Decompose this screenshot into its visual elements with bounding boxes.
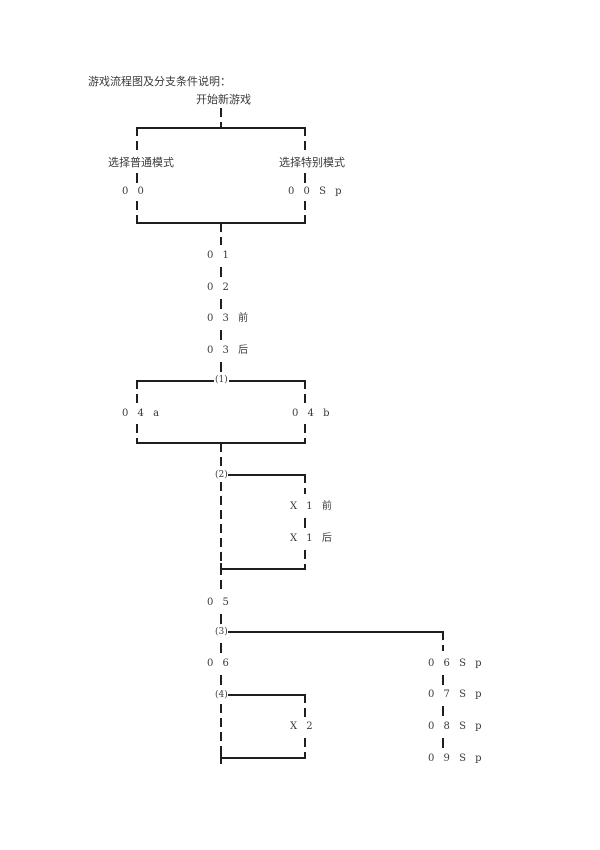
special-mode-label: 选择特别模式 (279, 156, 345, 169)
branch-bar-top (228, 474, 306, 476)
connector-line (136, 127, 138, 155)
sequence-item: 0 3 后 (207, 345, 252, 356)
branch-node-3: (3) (214, 626, 229, 638)
side-item: 0 6 S p (428, 658, 485, 669)
connector-line (304, 550, 306, 568)
connector-line (136, 380, 138, 404)
connector-line (304, 738, 306, 758)
connector-line (220, 482, 222, 568)
side-item: 0 7 S p (428, 689, 485, 700)
connector-line (304, 694, 306, 720)
sequence-item: 0 3 前 (207, 313, 252, 324)
connector-line (220, 330, 222, 340)
connector-line (220, 704, 222, 758)
branch-item: X 1 后 (290, 533, 335, 544)
connector-line (304, 518, 306, 528)
connector-line (136, 201, 138, 223)
branch-item: X 1 前 (290, 501, 335, 512)
connector-line (442, 675, 444, 685)
connector-line (220, 614, 222, 624)
side-item: 0 9 S p (428, 753, 485, 764)
connector-line (220, 643, 222, 653)
connector-line (136, 173, 138, 183)
normal-mode-label: 选择普通模式 (108, 156, 174, 169)
connector-line (220, 675, 222, 685)
sequence-item: 0 1 (207, 250, 232, 261)
connector-line (220, 580, 222, 590)
connector-line (220, 267, 222, 277)
code-label: 0 4 b (292, 408, 333, 419)
connector-line (304, 424, 306, 442)
connector-line (304, 474, 306, 494)
code-label: 0 0 (122, 186, 147, 197)
branch-bar-top (136, 127, 306, 129)
connector-line (220, 108, 222, 128)
connector-line (220, 563, 222, 575)
sequence-item: 0 5 (207, 597, 232, 608)
connector-line (304, 201, 306, 223)
sequence-item: 0 6 (207, 658, 232, 669)
connector-line (220, 443, 222, 467)
connector-line (442, 706, 444, 716)
start-node: 开始新游戏 (196, 93, 251, 106)
connector-line (304, 380, 306, 404)
branch-bar-bottom (220, 568, 306, 570)
connector-line (220, 362, 222, 372)
diagram-title: 游戏流程图及分支条件说明： (88, 75, 231, 88)
branch-bar-top (228, 694, 306, 696)
code-label: 0 4 a (122, 408, 163, 419)
branch-node-4: (4) (214, 689, 229, 701)
connector-line (220, 299, 222, 309)
branch-bar-top (228, 631, 444, 633)
connector-line (220, 752, 222, 764)
branch-bar-bottom (220, 757, 306, 759)
connector-line (220, 223, 222, 245)
code-label: 0 0 S p (288, 186, 345, 197)
connector-line (304, 127, 306, 155)
sequence-item: 0 2 (207, 282, 232, 293)
connector-line (136, 424, 138, 442)
connector-line (442, 738, 444, 748)
side-item: 0 8 S p (428, 721, 485, 732)
connector-line (304, 173, 306, 183)
branch-item: X 2 (290, 721, 316, 732)
connector-line (442, 631, 444, 651)
branch-node-2: (2) (214, 469, 229, 481)
branch-node-1: (1) (214, 374, 229, 386)
